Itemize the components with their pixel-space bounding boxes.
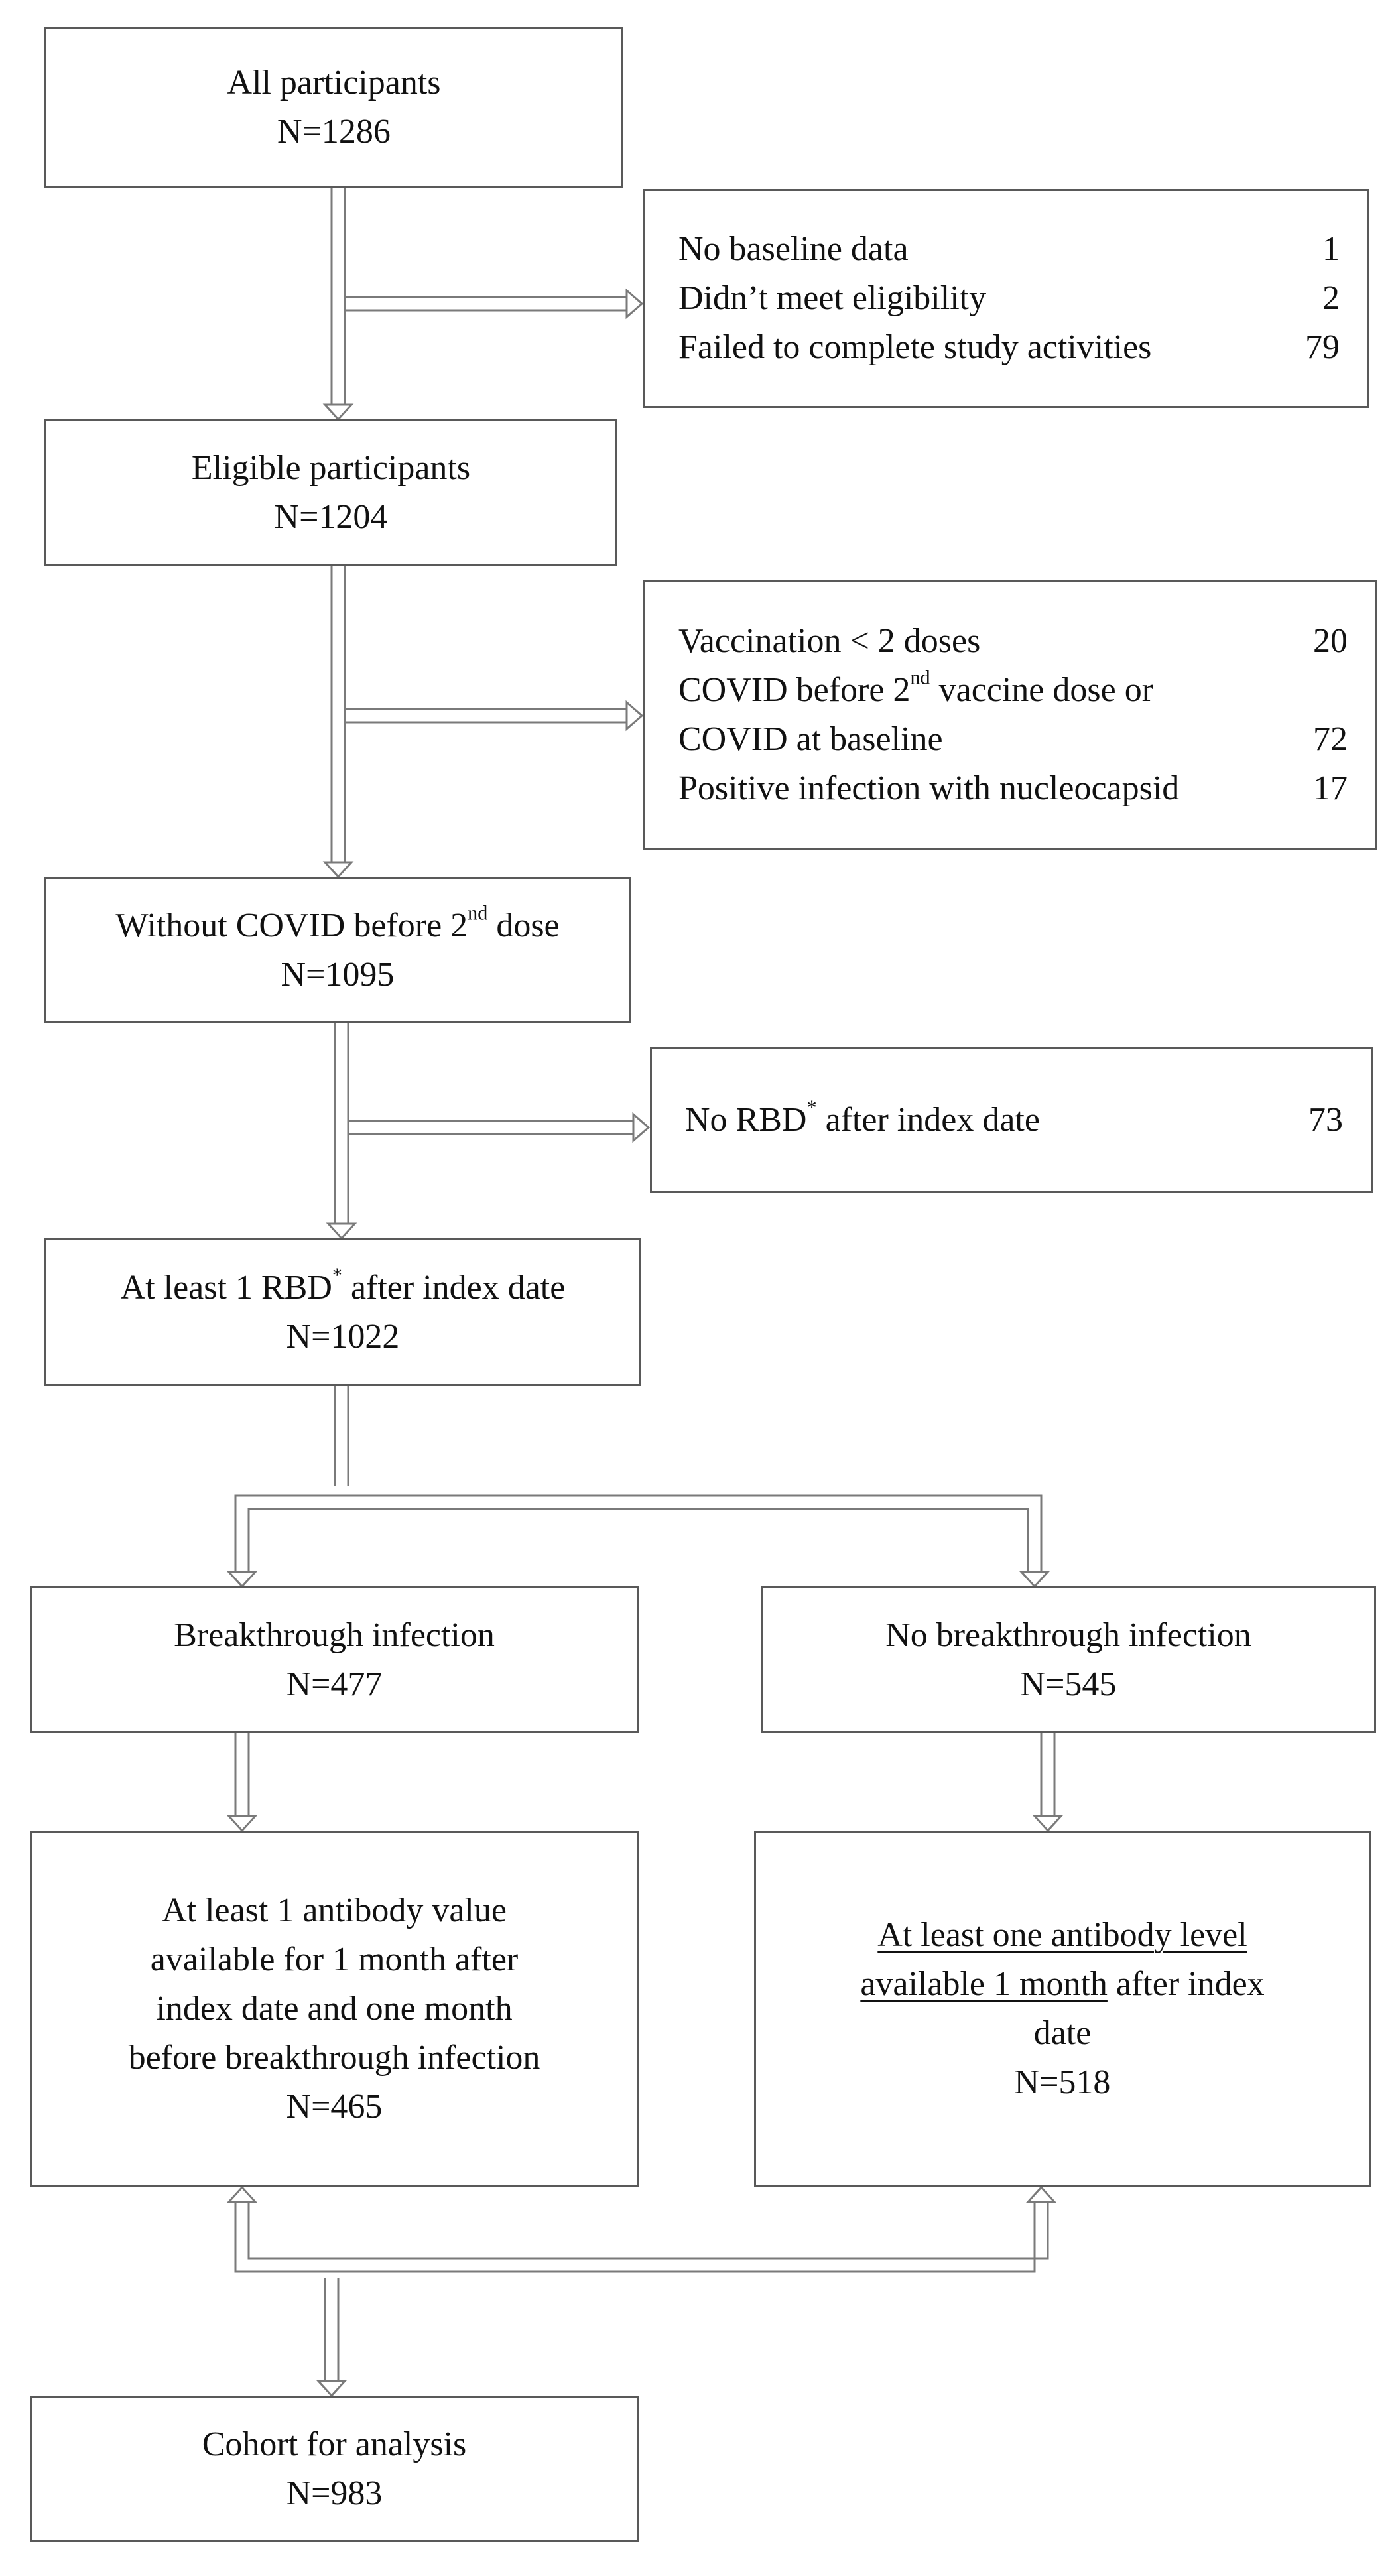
box-breakthrough: Breakthrough infection N=477 <box>30 1586 639 1733</box>
antibody-left-line: before breakthrough infection <box>128 2039 540 2077</box>
exclusion-row: No baseline data 1 <box>678 225 1340 274</box>
antibody-right-line: available 1 month after index <box>860 1965 1265 2003</box>
exclusion-row: Didn’t meet eligibility 2 <box>678 274 1340 323</box>
box-exclusion-1: No baseline data 1 Didn’t meet eligibili… <box>643 189 1369 408</box>
all-participants-title: All participants <box>227 64 441 101</box>
antibody-left-count: N=465 <box>286 2088 383 2126</box>
arrow-to-exclusion-3 <box>348 1112 651 1143</box>
exclusion-row: No RBD* after index date 73 <box>685 1096 1343 1145</box>
breakthrough-count: N=477 <box>286 1665 383 1703</box>
merge-connector <box>226 2185 1057 2398</box>
eligible-title: Eligible participants <box>191 448 471 487</box>
exclusion-label: Positive infection with nucleocapsid <box>678 769 1180 807</box>
exclusion-row: Failed to complete study activities 79 <box>678 323 1340 372</box>
box-no-breakthrough: No breakthrough infection N=545 <box>761 1586 1376 1733</box>
split-connector <box>226 1386 1050 1588</box>
antibody-right-line: At least one antibody level <box>877 1916 1247 1954</box>
eligible-count: N=1204 <box>274 497 388 536</box>
antibody-right-line: date <box>1033 2014 1092 2052</box>
exclusion-row: Positive infection with nucleocapsid 17 <box>678 764 1348 813</box>
arrow-to-exclusion-2 <box>345 700 644 732</box>
exclusion-label: Failed to complete study activities <box>678 328 1152 366</box>
box-cohort: Cohort for analysis N=983 <box>30 2396 639 2542</box>
arrow-without-covid-to-at-least-rbd <box>326 1023 357 1240</box>
arrow-to-exclusion-1 <box>345 288 644 320</box>
all-participants-count: N=1286 <box>277 113 391 151</box>
exclusion-value: 20 <box>1313 622 1348 660</box>
arrow-eligible-to-without-covid <box>322 566 354 879</box>
box-antibody-right: At least one antibody level available 1 … <box>754 1831 1371 2187</box>
box-without-covid: Without COVID before 2nd dose N=1095 <box>44 877 631 1023</box>
exclusion-value: 1 <box>1322 230 1340 268</box>
exclusion-row: COVID at baseline 72 <box>678 715 1348 764</box>
exclusion-value: 17 <box>1313 769 1348 807</box>
box-exclusion-2: Vaccination < 2 doses 20 COVID before 2n… <box>643 580 1377 850</box>
box-exclusion-3: No RBD* after index date 73 <box>650 1047 1373 1193</box>
at-least-rbd-count: N=1022 <box>286 1317 400 1356</box>
antibody-left-line: index date and one month <box>156 1990 513 2028</box>
box-antibody-left: At least 1 antibody value available for … <box>30 1831 639 2187</box>
without-covid-title: Without COVID before 2nd dose <box>115 901 560 944</box>
antibody-left-line: available for 1 month after <box>150 1941 519 1978</box>
cohort-count: N=983 <box>286 2474 383 2512</box>
box-eligible-participants: Eligible participants N=1204 <box>44 419 617 566</box>
box-at-least-rbd: At least 1 RBD* after index date N=1022 <box>44 1238 641 1386</box>
arrow-breakthrough-to-antibody-left <box>226 1721 258 1833</box>
exclusion-value: 72 <box>1313 720 1348 758</box>
exclusion-label: Vaccination < 2 doses <box>678 622 981 660</box>
antibody-right-count: N=518 <box>1014 2063 1111 2101</box>
no-breakthrough-title: No breakthrough infection <box>885 1616 1251 1654</box>
antibody-left-line: At least 1 antibody value <box>162 1892 507 1929</box>
breakthrough-title: Breakthrough infection <box>174 1616 495 1654</box>
no-breakthrough-count: N=545 <box>1020 1665 1117 1703</box>
arrow-all-to-eligible <box>322 188 354 421</box>
arrow-no-breakthrough-to-antibody-right <box>1032 1721 1064 1833</box>
exclusion-value: 73 <box>1308 1100 1343 1139</box>
exclusion-label-covid-before-2nd: COVID before 2nd vaccine dose or <box>678 666 1154 709</box>
exclusion-row: Vaccination < 2 doses 20 <box>678 617 1348 666</box>
exclusion-value: 79 <box>1305 328 1340 366</box>
exclusion-row: COVID before 2nd vaccine dose or <box>678 666 1348 715</box>
box-all-participants: All participants N=1286 <box>44 27 623 188</box>
exclusion-label: COVID at baseline <box>678 720 943 758</box>
exclusion-label: Didn’t meet eligibility <box>678 279 987 317</box>
without-covid-count: N=1095 <box>281 955 395 994</box>
exclusion-label: No baseline data <box>678 230 909 268</box>
exclusion-label-no-rbd: No RBD* after index date <box>685 1095 1040 1139</box>
at-least-rbd-title: At least 1 RBD* after index date <box>120 1263 566 1307</box>
exclusion-value: 2 <box>1322 279 1340 317</box>
cohort-title: Cohort for analysis <box>202 2425 467 2463</box>
